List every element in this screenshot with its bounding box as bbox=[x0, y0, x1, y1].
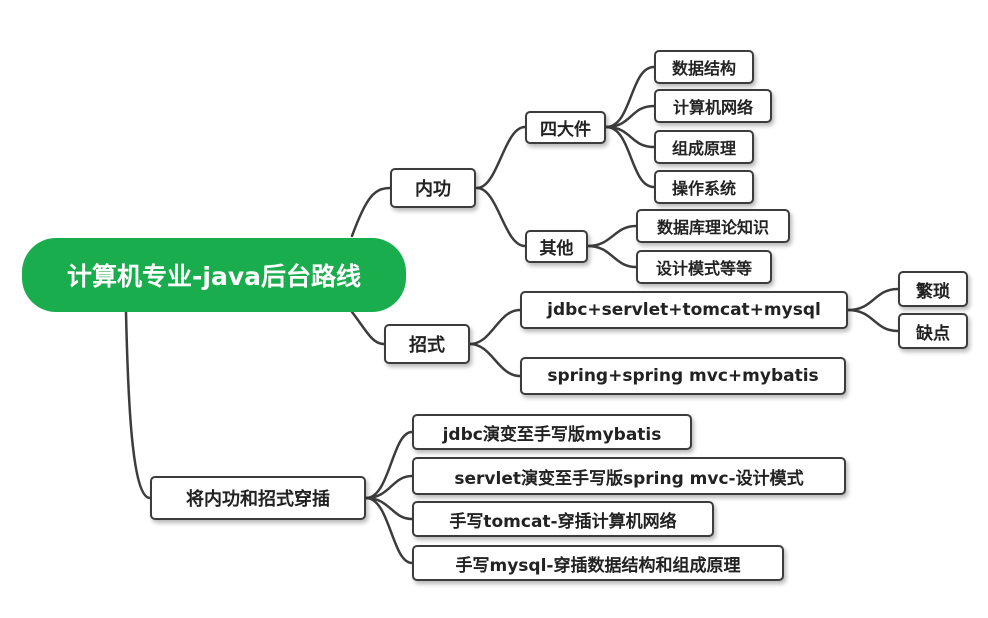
link-zhaoshi-stack2 bbox=[468, 342, 522, 378]
link-zhaoshi-stack1 bbox=[468, 308, 522, 346]
node-combine[interactable]: 将内功和招式穿插 bbox=[150, 476, 366, 520]
node-operating-systems[interactable]: 操作系统 bbox=[654, 170, 754, 204]
link-neigong-qita bbox=[475, 186, 527, 248]
node-stack-jdbc-servlet[interactable]: jdbc+servlet+tomcat+mysql bbox=[520, 291, 848, 329]
node-fansuo[interactable]: 繁琐 bbox=[898, 271, 968, 307]
node-design-patterns[interactable]: 设计模式等等 bbox=[636, 250, 772, 284]
root-node[interactable]: 计算机专业-java后台路线 bbox=[22, 238, 406, 312]
node-handwritten-spring-mvc[interactable]: servlet演变至手写版spring mvc-设计模式 bbox=[412, 457, 846, 495]
node-quedian[interactable]: 缺点 bbox=[898, 313, 968, 349]
node-computer-networks[interactable]: 计算机网络 bbox=[654, 89, 772, 123]
node-stack-spring[interactable]: spring+spring mvc+mybatis bbox=[520, 357, 846, 395]
node-handwritten-mysql[interactable]: 手写mysql-穿插数据结构和组成原理 bbox=[412, 545, 784, 581]
link-root-zhaoshi bbox=[350, 310, 386, 346]
node-computer-organization[interactable]: 组成原理 bbox=[654, 130, 754, 164]
node-handwritten-tomcat[interactable]: 手写tomcat-穿插计算机网络 bbox=[412, 501, 714, 537]
link-root-neigong bbox=[350, 186, 392, 238]
node-database-theory[interactable]: 数据库理论知识 bbox=[636, 209, 790, 243]
node-handwritten-mybatis[interactable]: jdbc演变至手写版mybatis bbox=[412, 414, 692, 450]
node-data-structures[interactable]: 数据结构 bbox=[654, 50, 754, 84]
link-neigong-sidaijian bbox=[475, 125, 527, 190]
node-sidaijian[interactable]: 四大件 bbox=[525, 111, 606, 144]
node-neigong[interactable]: 内功 bbox=[390, 168, 476, 208]
node-zhaoshi[interactable]: 招式 bbox=[384, 324, 470, 364]
node-qita[interactable]: 其他 bbox=[525, 230, 588, 263]
link-root-combine bbox=[124, 310, 152, 500]
